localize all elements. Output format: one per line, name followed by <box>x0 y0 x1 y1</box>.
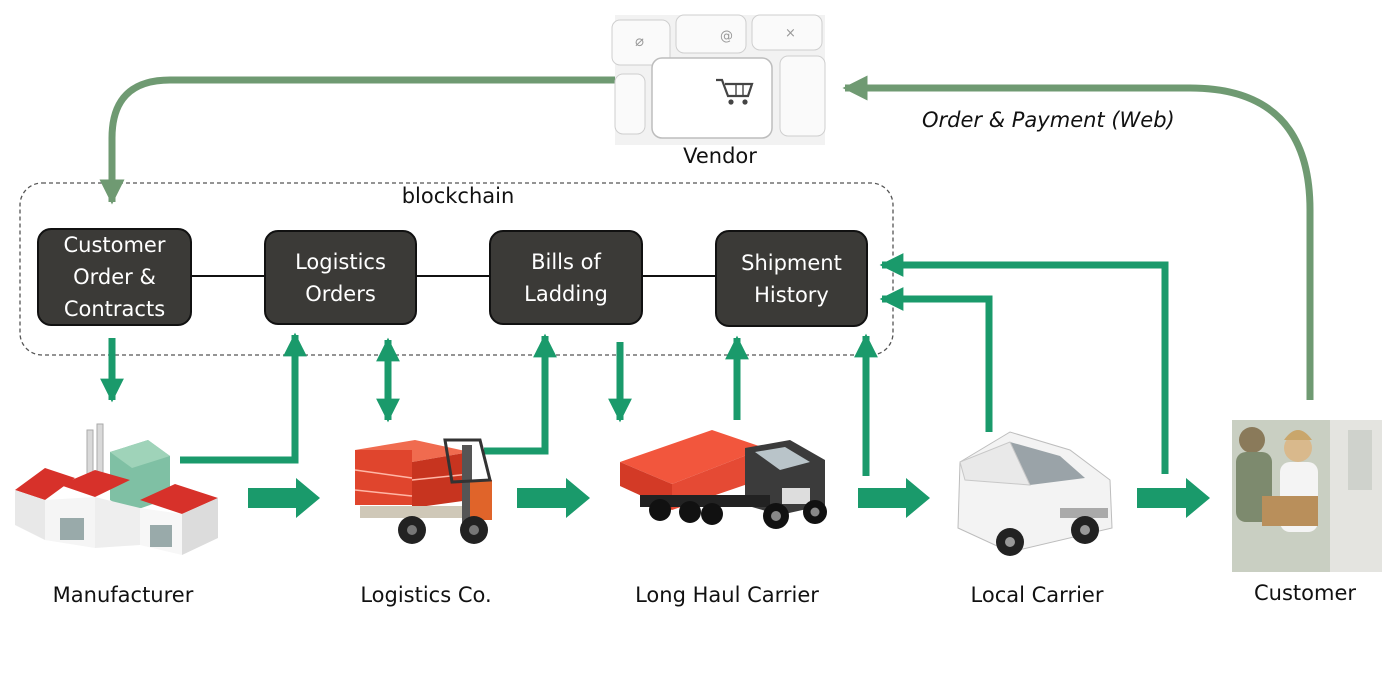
local-carrier-to-shipment-arrow <box>879 287 993 432</box>
flow-arrows <box>248 478 1210 518</box>
customer-to-shipment-arrow <box>879 253 1169 474</box>
logistics-co-to-long-haul-arrow <box>517 478 590 518</box>
logistics-co-to-bills-arrow <box>484 333 557 455</box>
manufacturer-label: Manufacturer <box>52 583 194 607</box>
long-haul-carrier-label: Long Haul Carrier <box>635 583 819 607</box>
node-label: Customer Order & Contracts <box>63 233 166 321</box>
forklift-icon <box>354 438 492 544</box>
customer-to-vendor-arrow <box>842 75 1314 400</box>
shipment-history-node: Shipment History <box>715 230 868 327</box>
local-to-customer-arrow <box>1137 478 1210 518</box>
node-label: Shipment History <box>741 250 842 307</box>
local-carrier-label: Local Carrier <box>970 583 1104 607</box>
long-haul-to-local-arrow <box>858 478 930 518</box>
node-label: Logistics Orders <box>295 249 386 306</box>
vendor-label: Vendor <box>683 144 757 168</box>
factory-icon <box>15 423 218 555</box>
bills-of-ladding-node: Bills of Ladding <box>489 230 643 325</box>
customer-label: Customer <box>1253 581 1357 605</box>
van-icon <box>957 431 1113 556</box>
manufacturer-to-logistics-co-arrow <box>248 478 320 518</box>
shopping-cart-key-icon: ⌀ @ × <box>611 14 826 145</box>
vendor-to-contracts-arrow <box>99 76 615 205</box>
customer-photo-icon <box>1232 420 1382 572</box>
logistics-orders-node: Logistics Orders <box>264 230 417 325</box>
svg-text:@: @ <box>720 29 733 44</box>
customer-order-contracts-node: Customer Order & Contracts <box>37 228 192 326</box>
truck-icon <box>620 430 827 529</box>
blockchain-label: blockchain <box>401 184 515 208</box>
node-label: Bills of Ladding <box>524 249 608 306</box>
svg-text:×: × <box>785 26 796 41</box>
order-payment-label: Order & Payment (Web) <box>922 108 1175 132</box>
svg-text:⌀: ⌀ <box>635 32 644 50</box>
manufacturer-to-logistics-orders-arrow <box>180 332 307 464</box>
logistics-co-label: Logistics Co. <box>360 583 492 607</box>
